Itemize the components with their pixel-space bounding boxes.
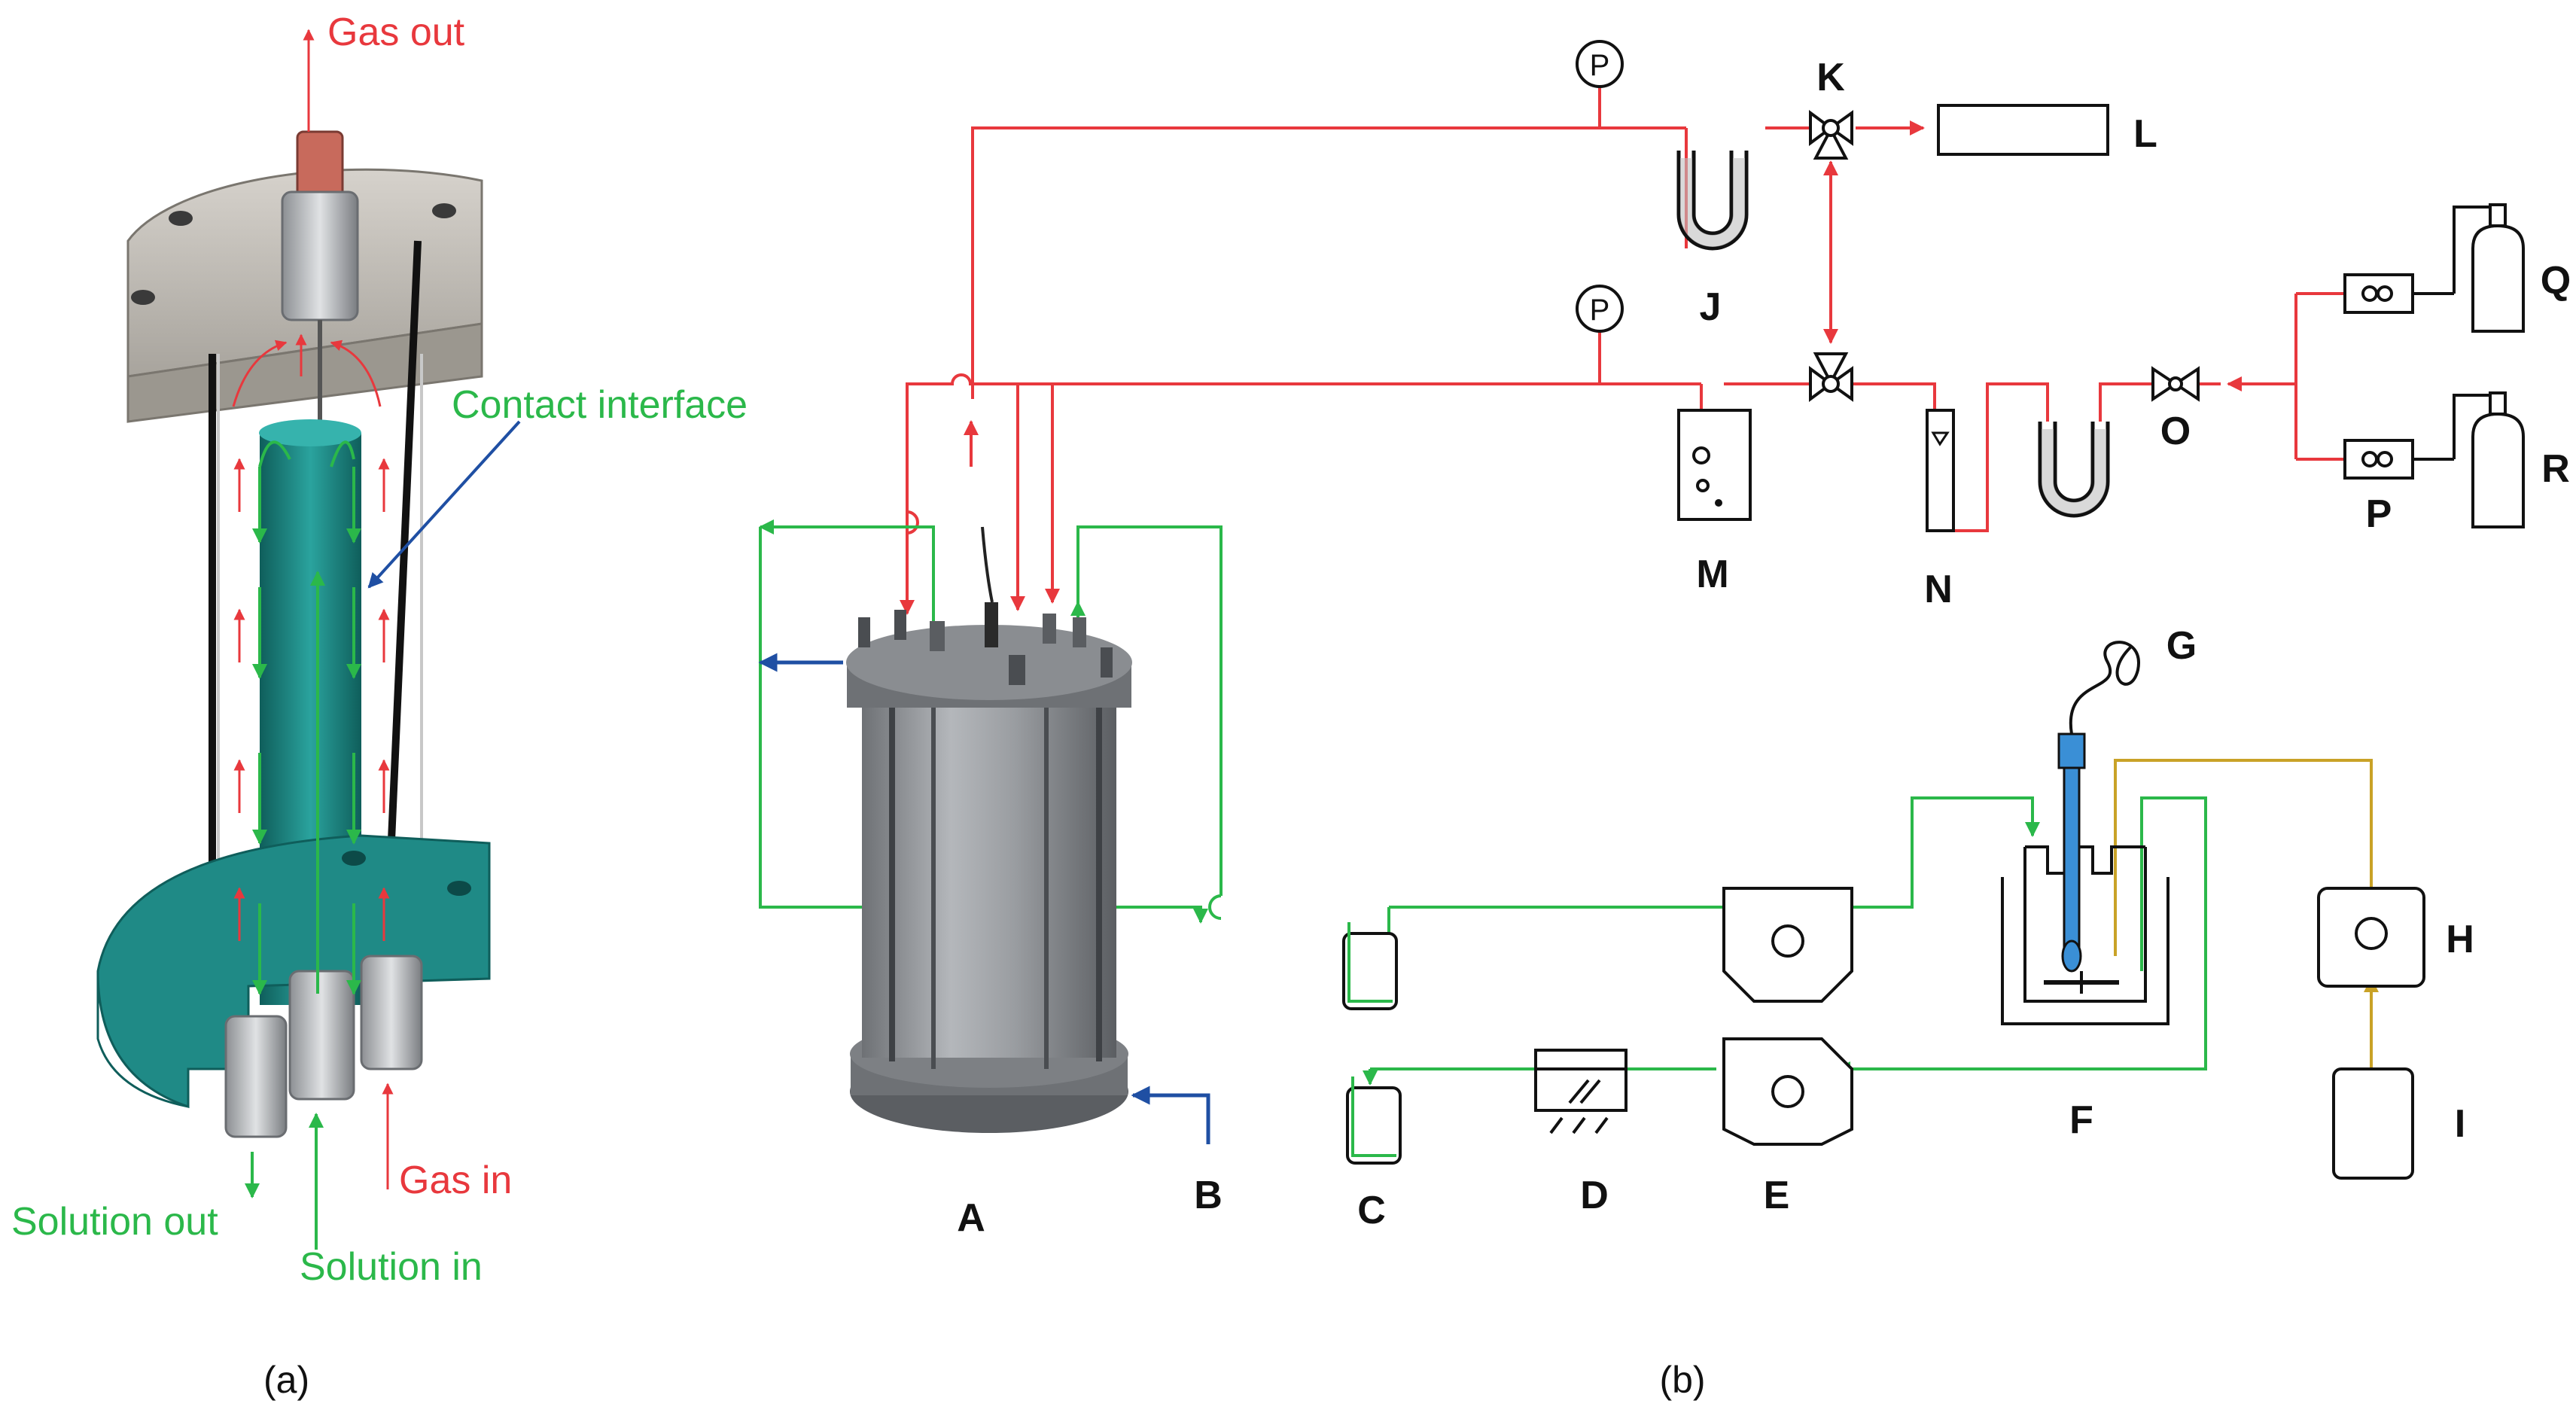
- fitting-solution-out: [224, 1015, 288, 1138]
- tie-rod-right: [384, 240, 422, 927]
- label-b: B: [1194, 1174, 1223, 1217]
- u-tube-dryer: [2038, 422, 2110, 518]
- gas-cylinder-r: [2471, 391, 2525, 528]
- gas-flow-arrows: [232, 29, 394, 1189]
- label-r: R: [2541, 447, 2570, 491]
- solution-flow-arrows: [245, 440, 361, 1250]
- label-solution-out: Solution out: [11, 1200, 218, 1244]
- label-n: N: [1924, 568, 1953, 611]
- caption-a: (a): [263, 1359, 309, 1401]
- pump-e-upper: [1722, 887, 1853, 1003]
- bottom-flange: [96, 834, 491, 1109]
- device-l: [1937, 104, 2109, 156]
- gauge-symbol: P: [1590, 49, 1610, 82]
- tank-i: [2332, 1067, 2414, 1180]
- label-gas-out: Gas out: [327, 11, 465, 54]
- rotameter-n: [1926, 409, 1955, 532]
- gas-lines: [900, 87, 2345, 615]
- probe-g: [2057, 641, 2140, 973]
- jacketed-vessel-f: [2001, 845, 2170, 1025]
- label-j: J: [1700, 285, 1722, 329]
- valve-k: [1809, 110, 1853, 160]
- panel-a-reactor-3d: [96, 29, 521, 1250]
- vessel-c-upper: [1342, 922, 1398, 1010]
- pump-e-lower: [1722, 1037, 1853, 1146]
- label-a: A: [957, 1196, 985, 1240]
- reactor-a: [846, 526, 1132, 1133]
- contact-interface-pointer: [367, 420, 521, 589]
- bubbler-m: [1677, 409, 1752, 521]
- label-l: L: [2133, 112, 2157, 156]
- analyzer-h: [2317, 887, 2425, 988]
- label-h: H: [2446, 918, 2474, 961]
- label-k: K: [1816, 56, 1845, 99]
- label-c: C: [1357, 1189, 1386, 1232]
- valve-o: [2151, 366, 2200, 402]
- label-m: M: [1696, 553, 1728, 596]
- gas-outlet-fitting: [296, 130, 344, 201]
- u-tube-j: [1676, 151, 1749, 251]
- label-i: I: [2455, 1102, 2465, 1146]
- label-o: O: [2160, 410, 2191, 453]
- label-q: Q: [2541, 259, 2571, 303]
- pressure-gauge-bottom: P: [1576, 285, 1624, 333]
- label-gas-in: Gas in: [399, 1159, 512, 1202]
- label-g: G: [2166, 624, 2197, 668]
- panel-b-labels: A B C D E F G H I J K L M N O P Q R (b): [957, 56, 2571, 1401]
- label-d: D: [1580, 1174, 1609, 1217]
- pressure-gauge-top: P: [1576, 40, 1624, 88]
- heater-d: [1534, 1049, 1628, 1134]
- probe-line: [2114, 759, 2379, 1069]
- label-solution-in: Solution in: [300, 1245, 483, 1289]
- label-p: P: [2366, 492, 2392, 536]
- panel-a-labels: Gas out Contact interface Gas in Solutio…: [11, 11, 748, 1401]
- label-contact-interface: Contact interface: [452, 383, 748, 427]
- coolant-lines: [758, 653, 1210, 1144]
- fitting-gas-in: [360, 955, 423, 1070]
- caption-b: (b): [1659, 1359, 1705, 1401]
- label-f: F: [2069, 1098, 2093, 1142]
- gas-cylinder-q: [2471, 203, 2525, 333]
- label-e: E: [1764, 1174, 1790, 1217]
- gauge-symbol: P: [1590, 294, 1610, 327]
- fitting-solution-in: [288, 970, 355, 1101]
- vessel-c-lower: [1346, 1076, 1402, 1165]
- valve-lower: [1809, 352, 1853, 402]
